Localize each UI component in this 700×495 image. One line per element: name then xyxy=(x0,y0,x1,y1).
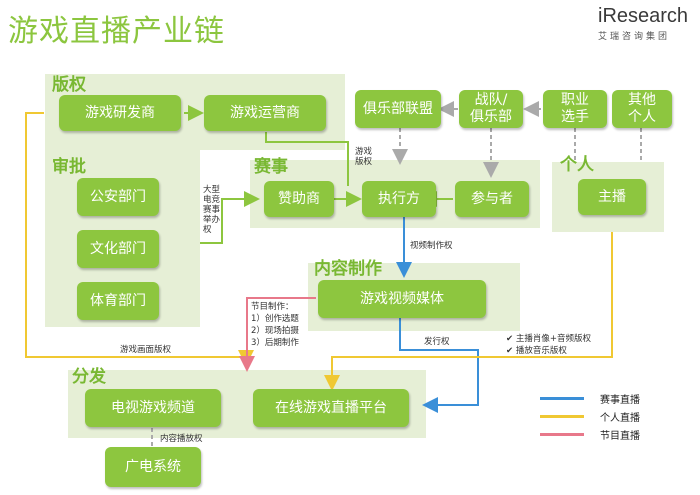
legend-swatch-event xyxy=(540,396,584,400)
box-team-club: 战队/ 俱乐部 xyxy=(459,90,523,128)
section-content: 内容制作 xyxy=(314,259,382,279)
legend-item-program: 节目直播 xyxy=(540,425,680,443)
yellow-anchor-to-platform xyxy=(324,232,613,391)
box-game-developer: 游戏研发商 xyxy=(59,95,181,131)
box-executor: 执行方 xyxy=(362,181,436,217)
legend-item-personal: 个人直播 xyxy=(540,407,680,425)
box-broadcast-system: 广电系统 xyxy=(105,447,201,487)
legend-label-event: 赛事直播 xyxy=(600,394,640,406)
label-screen-copyright: 游戏画面版权 xyxy=(120,345,172,355)
legend-item-event: 赛事直播 xyxy=(540,389,680,407)
label-program-production: 节目制作： 1）创作选题 2）现场拍摄 3）后期制作 xyxy=(251,302,299,348)
box-club-league: 俱乐部联盟 xyxy=(355,90,441,128)
box-anchor: 主播 xyxy=(578,179,646,215)
box-culture-dept: 文化部门 xyxy=(77,230,159,268)
section-individual: 个人 xyxy=(560,155,594,175)
section-approval: 审批 xyxy=(52,157,86,177)
box-game-video-media: 游戏视频媒体 xyxy=(318,280,486,318)
section-event: 赛事 xyxy=(254,157,288,177)
box-tv-game-channel: 电视游戏频道 xyxy=(85,389,221,427)
label-anchor-rights: ✔ 主播肖像+音频版权 ✔ 播放音乐版权 xyxy=(506,334,591,356)
legend-swatch-personal xyxy=(540,414,584,418)
page-title: 游戏直播产业链 xyxy=(8,14,225,49)
blue-media-to-platform xyxy=(399,318,479,413)
section-copyright: 版权 xyxy=(52,75,86,95)
pink-media-to-tv xyxy=(239,297,316,372)
label-video-rights: 视频制作权 xyxy=(410,241,453,251)
box-public-security: 公安部门 xyxy=(77,178,159,216)
box-sponsor: 赞助商 xyxy=(264,181,334,217)
label-large-esports: 大型 电竞 赛事 举办 权 xyxy=(203,185,221,235)
box-participant: 参与者 xyxy=(455,181,529,217)
legend-label-program: 节目直播 xyxy=(600,430,640,442)
section-distribution: 分发 xyxy=(72,367,106,387)
iresearch-logo: iResearch 艾瑞咨询集团 xyxy=(598,6,694,42)
box-other-person: 其他 个人 xyxy=(612,90,672,128)
box-sports-dept: 体育部门 xyxy=(77,282,159,320)
box-online-live-platform: 在线游戏直播平台 xyxy=(253,389,409,427)
legend-swatch-program xyxy=(540,432,584,436)
box-pro-player: 职业 选手 xyxy=(543,90,607,128)
label-broadcast-rights: 内容播放权 xyxy=(160,434,203,444)
logo-main-text: iResearch xyxy=(598,5,689,27)
arrow-approval-to-sponsor xyxy=(200,191,260,244)
arrow-ops-to-executor xyxy=(265,132,349,186)
label-game-copyright: 游戏 版权 xyxy=(355,147,373,167)
logo-sub-text: 艾瑞咨询集团 xyxy=(598,32,671,42)
box-game-operator: 游戏运营商 xyxy=(204,95,326,131)
label-release-rights: 发行权 xyxy=(424,337,450,347)
legend-label-personal: 个人直播 xyxy=(600,412,640,424)
legend: 赛事直播 个人直播 节目直播 xyxy=(540,389,680,443)
